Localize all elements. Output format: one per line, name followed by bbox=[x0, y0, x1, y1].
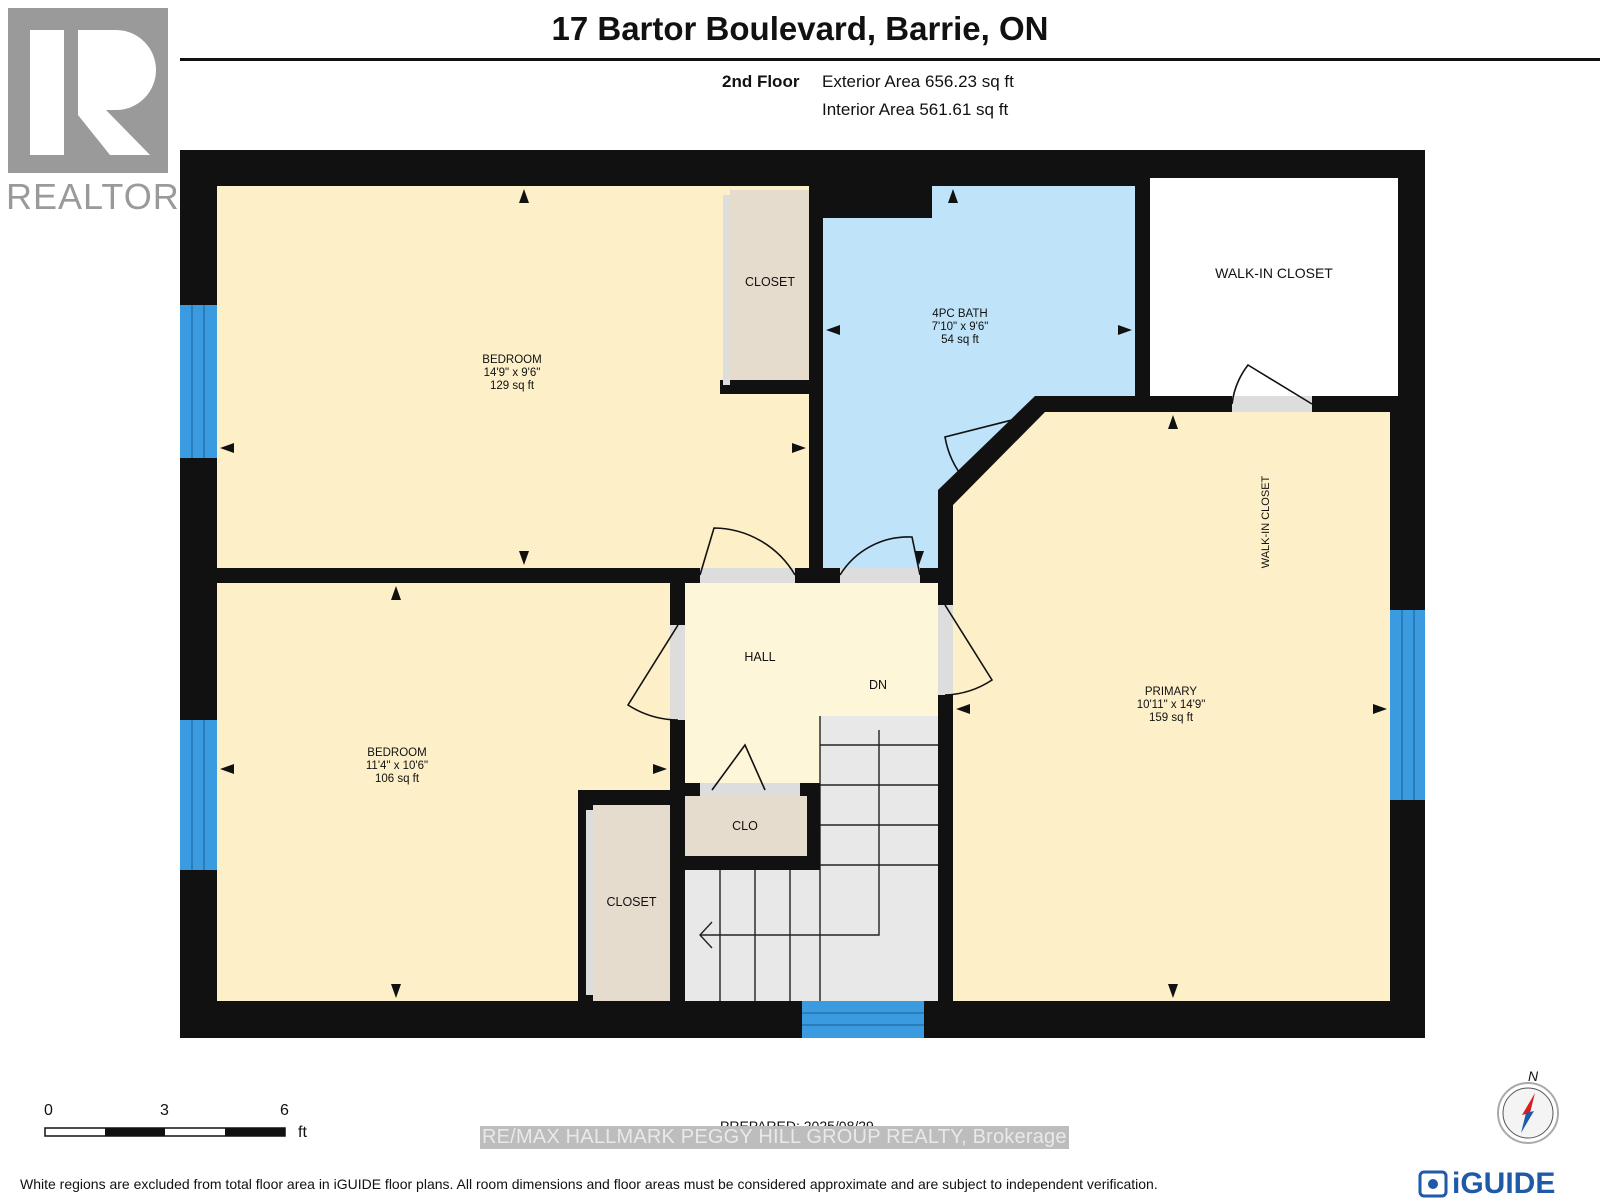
bedroom-2-dims: 11'4" x 10'6" bbox=[365, 760, 429, 772]
walkin-closet-door-label: WALK-IN CLOSET bbox=[1260, 475, 1272, 569]
stair-treads bbox=[699, 716, 938, 1001]
bedroom-2-area-text: 106 sq ft bbox=[374, 773, 420, 785]
primary-dims: 10'11" x 14'9" bbox=[1136, 699, 1206, 711]
interior-area: Interior Area 561.61 sq ft bbox=[822, 100, 1009, 119]
title-divider bbox=[180, 58, 1600, 61]
stairs-down-label: DN bbox=[868, 678, 888, 692]
closet-2-area bbox=[593, 805, 670, 1001]
primary-name: PRIMARY bbox=[1144, 686, 1198, 698]
bedroom-1-label: BEDROOM 14'9" x 9'6" 129 sq ft bbox=[462, 354, 562, 393]
primary-area-text: 159 sq ft bbox=[1148, 712, 1194, 724]
bath-area-text: 54 sq ft bbox=[941, 334, 979, 346]
closet-1-label: CLOSET bbox=[744, 275, 795, 289]
window-mullions bbox=[191, 305, 1415, 1026]
bedroom-2-label: BEDROOM 11'4" x 10'6" 106 sq ft bbox=[347, 747, 447, 786]
disclaimer: White regions are excluded from total fl… bbox=[20, 1176, 1158, 1192]
compass-icon bbox=[1497, 1082, 1559, 1144]
closet-1-area bbox=[730, 190, 810, 380]
iguide-logo-mark bbox=[1418, 1170, 1448, 1198]
iguide-wordmark: iGUIDE bbox=[1452, 1167, 1556, 1200]
closet-2-label: CLOSET bbox=[606, 895, 657, 909]
scale-bar bbox=[44, 1127, 286, 1137]
floor-name: 2nd Floor bbox=[722, 72, 800, 91]
clo-label: CLO bbox=[732, 819, 758, 833]
primary-area bbox=[953, 412, 1390, 1001]
scale-unit: ft bbox=[298, 1124, 307, 1141]
brokerage-watermark: RE/MAX HALLMARK PEGGY HILL GROUP REALTY,… bbox=[480, 1126, 1069, 1149]
walkin-closet-label: WALK-IN CLOSET bbox=[1215, 265, 1333, 281]
walkin-closet-area bbox=[1150, 178, 1398, 396]
dimension-arrows bbox=[220, 189, 1387, 998]
scale-label-6: 6 bbox=[280, 1102, 289, 1119]
hall-label: HALL bbox=[744, 650, 776, 664]
bath-name: 4PC BATH bbox=[932, 308, 988, 320]
bedroom-1-name: BEDROOM bbox=[482, 354, 542, 366]
compass-north-label: N bbox=[1528, 1068, 1539, 1084]
bedroom-1-dims: 14'9" x 9'6" bbox=[483, 367, 541, 379]
exterior-area: Exterior Area 656.23 sq ft bbox=[822, 72, 1014, 91]
bedroom-1-area-text: 129 sq ft bbox=[489, 380, 535, 392]
door-swings bbox=[626, 363, 1313, 791]
realtor-wordmark: REALTOR bbox=[6, 176, 180, 217]
scale-label-3: 3 bbox=[160, 1102, 169, 1119]
door-openings bbox=[586, 195, 1312, 995]
bedroom-1-area bbox=[217, 186, 809, 568]
bath-label: 4PC BATH 7'10" x 9'6" 54 sq ft bbox=[910, 308, 1010, 347]
primary-label: PRIMARY 10'11" x 14'9" 159 sq ft bbox=[1121, 686, 1221, 725]
plan-title: 17 Bartor Boulevard, Barrie, ON bbox=[551, 10, 1049, 47]
scale-label-0: 0 bbox=[44, 1102, 53, 1119]
clo-area bbox=[685, 796, 807, 856]
realtor-logo bbox=[8, 8, 168, 173]
windows bbox=[180, 305, 1425, 1038]
bath-dims: 7'10" x 9'6" bbox=[931, 321, 989, 333]
bedroom-2-name: BEDROOM bbox=[367, 747, 427, 759]
